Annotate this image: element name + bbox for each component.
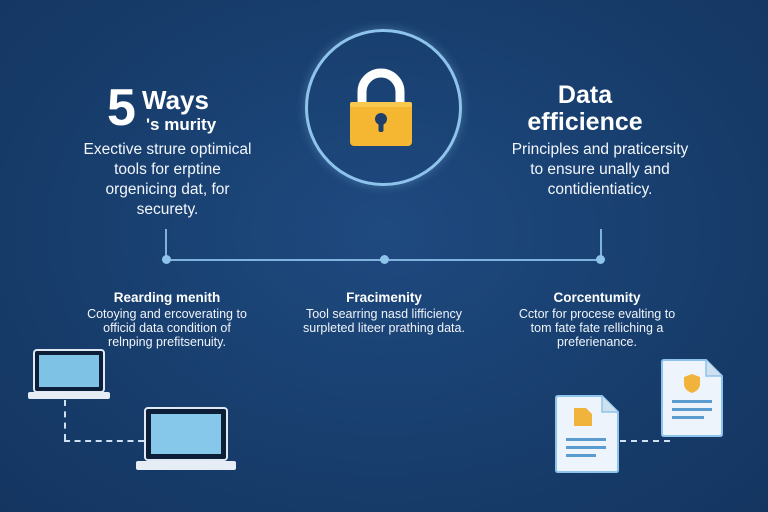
number-five: 5 <box>107 79 136 137</box>
connector-dashed-horizontal-right <box>620 440 670 442</box>
right-description: Principles and praticersity to ensure un… <box>511 141 689 198</box>
ways-subtitle: 's murity <box>146 115 217 134</box>
document-icon <box>555 395 619 473</box>
connector-dashed-horizontal <box>64 440 144 442</box>
section-text-2: Tool searring nasd lifficiency surpleted… <box>303 307 465 335</box>
data-title: Data efficience <box>527 81 643 136</box>
laptop-icon <box>136 407 236 470</box>
left-description: Exective strure optimical tools for erpt… <box>83 141 252 218</box>
section-text-3: Cctor for procese evalting to tom fate f… <box>518 307 676 349</box>
section-text-1: Cotoying and ercoverating to officid dat… <box>87 307 247 349</box>
timeline-stem-left <box>165 229 167 260</box>
connector-dashed-vertical <box>64 400 66 440</box>
timeline-dot-right <box>596 255 605 264</box>
lock-circle <box>305 29 462 186</box>
section-title-3: Corcentumity <box>553 290 641 305</box>
ways-title: Ways <box>142 85 209 115</box>
document-icon <box>661 359 723 437</box>
timeline-dot-center <box>380 255 389 264</box>
laptop-icon <box>28 349 110 399</box>
padlock-icon <box>350 68 412 146</box>
timeline-stem-right <box>600 229 602 260</box>
section-title-1: Rearding menith <box>113 290 221 305</box>
timeline-dot-left <box>162 255 171 264</box>
section-title-2: Fracimenity <box>346 290 422 305</box>
